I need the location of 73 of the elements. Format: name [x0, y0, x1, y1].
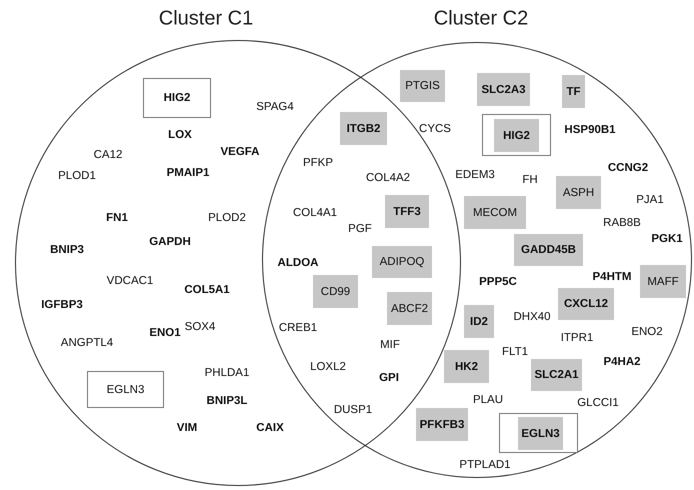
gene-label: PMAIP1	[166, 167, 210, 179]
gene-label: GPI	[379, 372, 399, 384]
gene-label: P4HA2	[603, 356, 641, 368]
boxed-gene: HIG2	[143, 78, 211, 118]
cluster-title: Cluster C1	[158, 8, 254, 30]
gene-label: SOX4	[184, 321, 216, 333]
gene-label: PLOD2	[208, 212, 246, 224]
highlighted-gene: TF	[562, 75, 585, 108]
highlighted-gene: PTGIS	[400, 70, 445, 102]
highlighted-gene: CD99	[313, 275, 358, 308]
gene-label: IGFBP3	[41, 299, 83, 311]
highlighted-gene: SLC2A1	[531, 359, 582, 391]
outline-frame	[499, 413, 578, 453]
gene-label: FLT1	[502, 346, 528, 358]
highlighted-gene: SLC2A3	[477, 73, 530, 106]
gene-label: PGF	[348, 223, 372, 235]
gene-label: PLOD1	[58, 170, 96, 182]
outline-frame	[482, 114, 551, 156]
gene-label: HSP90B1	[564, 124, 616, 136]
highlighted-gene: MECOM	[464, 196, 526, 229]
gene-label: PPP5C	[479, 276, 517, 288]
highlighted-gene: ITGB2	[340, 112, 387, 145]
gene-label: PLAU	[472, 394, 504, 406]
gene-label: GLCCI1	[577, 397, 619, 409]
boxed-gene: EGLN3	[87, 371, 164, 408]
gene-label: COL5A1	[184, 284, 230, 296]
highlighted-gene: HIG2	[494, 119, 539, 152]
highlighted-gene: EGLN3	[518, 417, 563, 450]
gene-label: RAB8B	[603, 217, 641, 229]
gene-label: COL4A1	[292, 207, 338, 219]
highlighted-gene: GADD45B	[514, 234, 583, 266]
gene-label: ENO2	[631, 326, 663, 338]
gene-label: CREB1	[278, 322, 318, 334]
highlighted-gene: PFKFB3	[416, 408, 468, 441]
highlighted-gene: CXCL12	[558, 288, 614, 320]
highlighted-gene: ADIPOQ	[372, 246, 432, 278]
highlighted-gene: HK2	[444, 350, 489, 383]
gene-label: CYCS	[419, 123, 451, 135]
gene-label: LOX	[168, 129, 192, 141]
highlighted-gene: MAFF	[640, 265, 686, 298]
highlighted-gene: ABCF2	[387, 292, 432, 325]
cluster-title: Cluster C2	[434, 8, 528, 30]
gene-label: VIM	[176, 422, 198, 434]
gene-label: ENO1	[149, 327, 181, 339]
gene-label: LOXL2	[310, 361, 346, 373]
gene-label: CCNG2	[608, 162, 648, 174]
highlighted-gene: ID2	[464, 305, 494, 338]
gene-label: ANGPTL4	[60, 337, 114, 349]
highlighted-gene: TFF3	[385, 195, 429, 228]
gene-label: COL4A2	[366, 172, 410, 184]
gene-label: FN1	[106, 212, 128, 224]
gene-label: FH	[522, 174, 538, 186]
gene-label: SPAG4	[256, 101, 294, 113]
gene-label: MIF	[380, 339, 400, 351]
gene-label: ALDOA	[278, 257, 318, 269]
gene-label: PGK1	[651, 233, 683, 245]
gene-label: EDEM3	[455, 169, 495, 181]
gene-label: PJA1	[636, 194, 664, 206]
gene-label: VDCAC1	[106, 275, 154, 287]
gene-label: CAIX	[256, 422, 284, 434]
gene-label: VEGFA	[220, 146, 260, 158]
gene-label: PFKP	[302, 157, 334, 169]
gene-label: P4HTM	[592, 271, 632, 283]
gene-label: GAPDH	[149, 236, 191, 248]
gene-label: DHX40	[513, 311, 551, 323]
highlighted-gene: ASPH	[556, 176, 601, 209]
gene-label: PHLDA1	[204, 367, 250, 379]
gene-label: CA12	[94, 149, 122, 161]
gene-label: BNIP3	[50, 244, 84, 256]
gene-label: DUSP1	[334, 404, 372, 416]
gene-label: PTPLAD1	[459, 459, 511, 471]
gene-label: ITPR1	[560, 332, 594, 344]
gene-label: BNIP3L	[206, 395, 248, 407]
